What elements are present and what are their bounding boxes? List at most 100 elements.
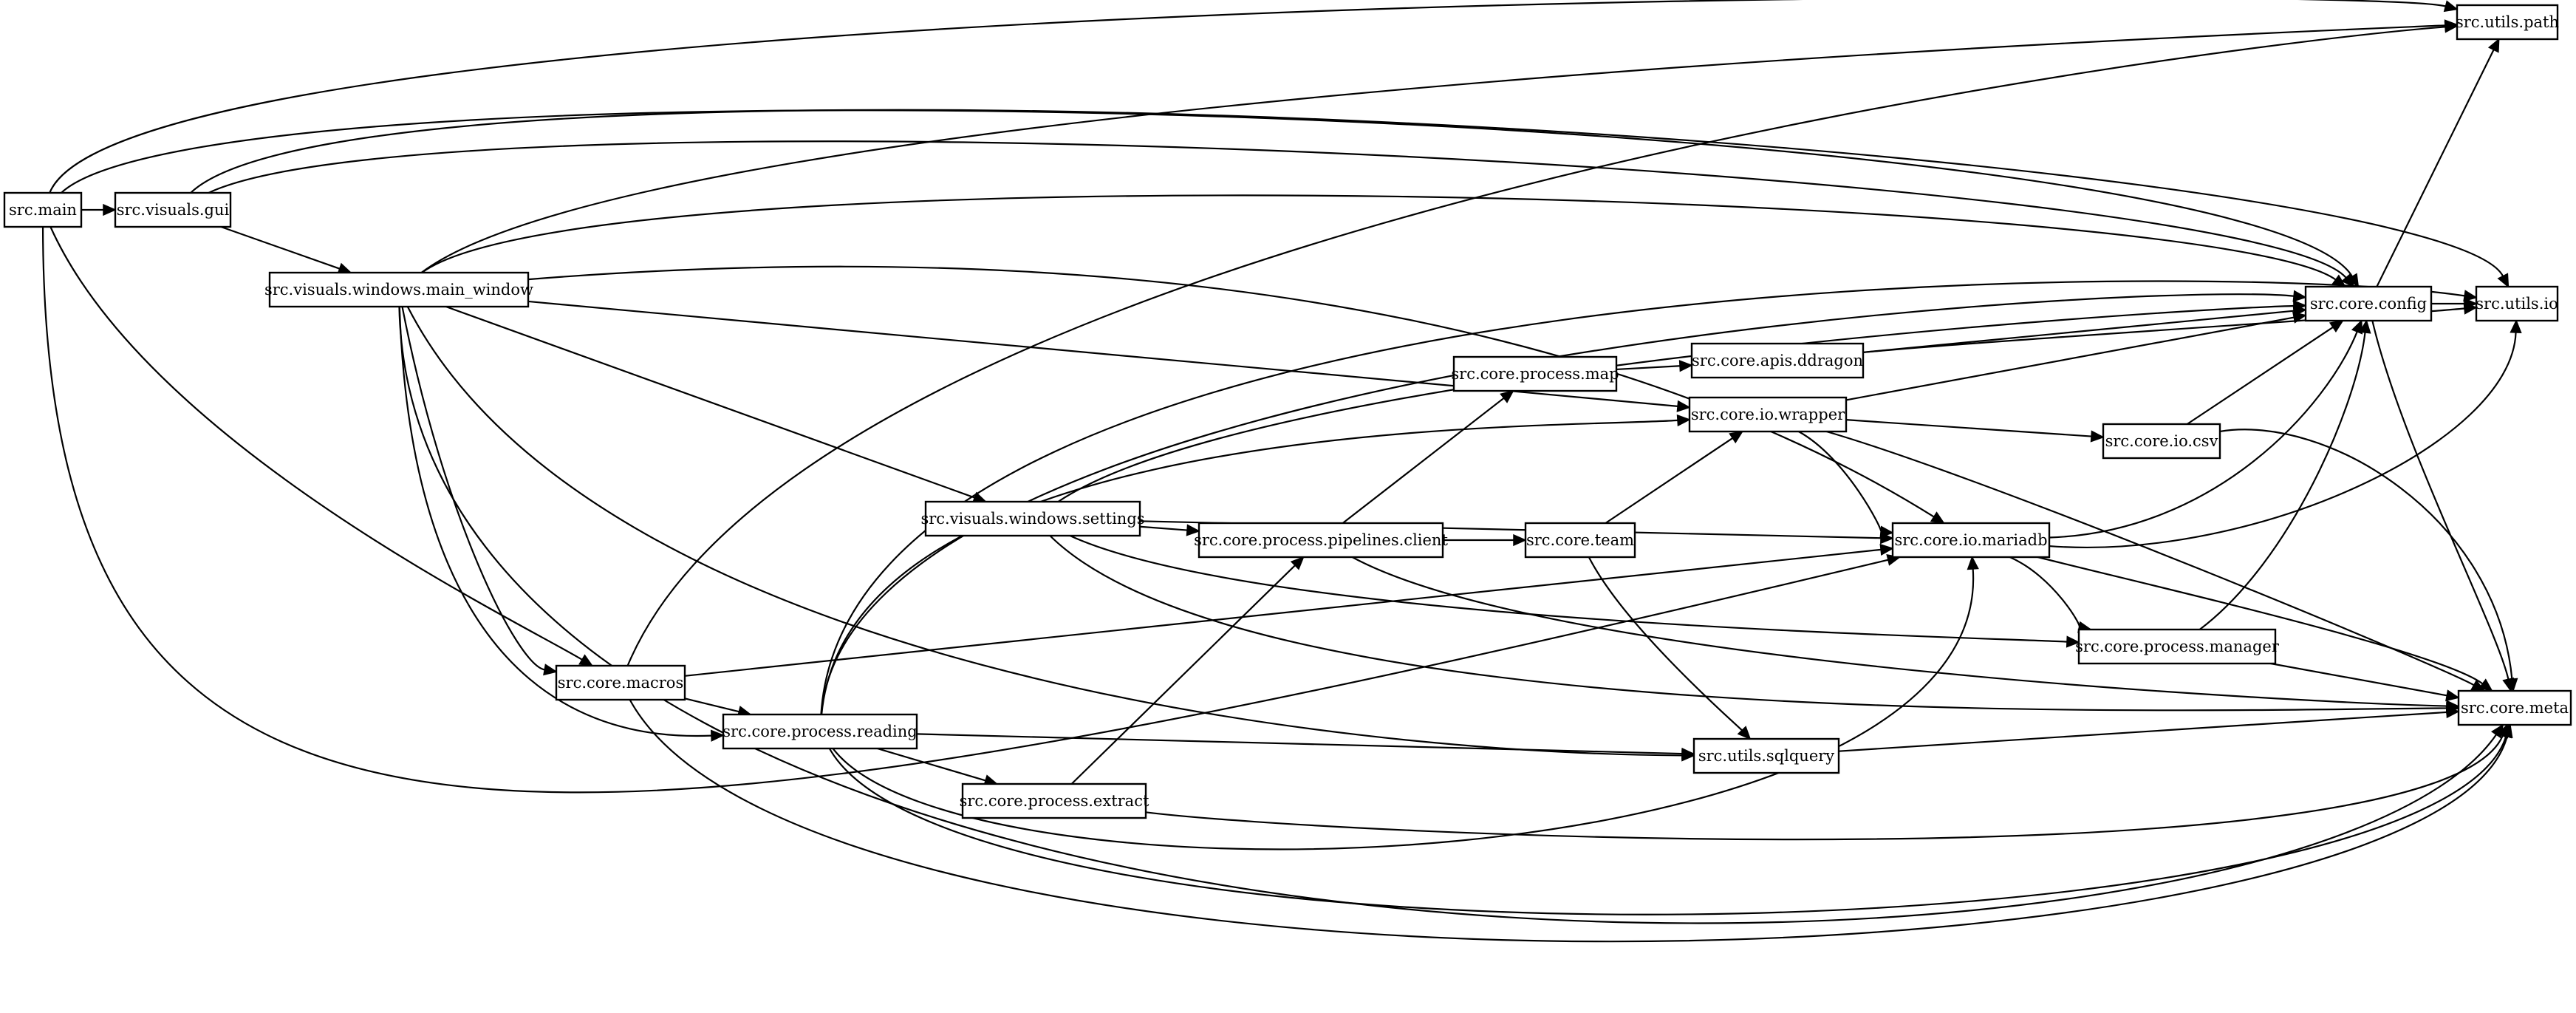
edge-line	[2371, 320, 2510, 680]
edge-arrowhead	[1930, 511, 1945, 524]
edge-line	[629, 699, 2508, 943]
node-box	[3, 191, 83, 228]
edge-line	[1070, 565, 1296, 785]
edge-line	[2009, 556, 2081, 629]
edge-mainwin-to-mariadb	[527, 265, 1945, 524]
edge-line	[2199, 332, 2366, 630]
edge-arrowhead	[1681, 747, 1695, 760]
edge-line	[828, 735, 2507, 915]
graph-edges	[41, 0, 2522, 943]
edge-line	[821, 419, 1678, 715]
node-label: src.main	[9, 201, 77, 219]
edge-line	[1826, 430, 2475, 686]
edge-arrowhead	[2510, 319, 2522, 334]
edge-wrapper-to-csv	[1845, 419, 2105, 443]
node-ddragon: src.core.apis.ddragon	[1690, 342, 1865, 379]
edge-arrowhead	[578, 654, 594, 666]
edge-mariadb-to-meta	[2037, 556, 2493, 692]
edge-line	[1798, 431, 1882, 533]
edge-line	[420, 24, 2446, 273]
edge-csv-to-config	[2187, 319, 2344, 425]
edge-wrapper-to-mariadb	[1798, 431, 1894, 538]
edge-line	[1049, 535, 2447, 712]
edge-mainwin-to-path	[420, 19, 2459, 273]
edge-sqlquery-to-meta	[1838, 706, 2460, 752]
node-label: src.core.meta	[2461, 699, 2569, 717]
edge-team-to-wrapper	[1605, 430, 1744, 524]
edge-line	[2270, 662, 2447, 697]
node-mariadb: src.core.io.mariadb	[1891, 522, 2051, 559]
node-box	[2304, 285, 2433, 322]
edge-line	[2049, 331, 2358, 539]
edge-arrowhead	[1290, 556, 1305, 570]
edge-arrowhead	[2359, 319, 2371, 334]
node-label: src.core.io.mariadb	[1894, 531, 2047, 549]
node-box	[2475, 285, 2559, 322]
edge-line	[916, 733, 1683, 755]
node-config: src.core.config	[2304, 285, 2433, 322]
node-label: src.visuals.windows.main_window	[264, 281, 533, 299]
node-path: src.utils.path	[2456, 4, 2559, 41]
node-label: src.core.macros	[558, 674, 683, 692]
node-box	[2456, 4, 2559, 41]
edge-arrowhead	[1676, 414, 1691, 427]
edge-line	[190, 109, 2504, 277]
edge-line	[1845, 419, 2092, 437]
edge-arrowhead	[2445, 689, 2460, 702]
node-box	[1891, 522, 2051, 559]
edge-arrowhead	[1678, 360, 1693, 372]
node-label: src.core.process.map	[1451, 365, 1619, 383]
edge-line	[1862, 310, 2295, 353]
edge-line	[1139, 525, 1188, 531]
edge-line	[820, 280, 2465, 715]
edge-line	[2376, 49, 2495, 287]
edge-arrowhead	[2464, 297, 2478, 310]
node-manager: src.core.process.manager	[2075, 628, 2280, 665]
edge-line	[41, 226, 1889, 794]
node-mainwin: src.visuals.windows.main_window	[264, 271, 533, 308]
edge-config-to-utilsio	[2431, 297, 2478, 310]
node-box	[2102, 423, 2221, 460]
node-utilsio: src.utils.io	[2475, 285, 2559, 322]
graph-nodes: src.main src.visuals.gui src.visuals.windo…	[3, 4, 2572, 819]
node-extract: src.core.process.extract	[960, 782, 1149, 819]
node-label: src.core.process.extract	[960, 792, 1149, 810]
edge-arrowhead	[1676, 400, 1691, 412]
node-label: src.core.process.reading	[722, 723, 917, 740]
node-label: src.visuals.gui	[117, 201, 230, 219]
edge-mariadb-to-config	[2049, 319, 2363, 539]
node-box	[1688, 396, 1848, 433]
node-box	[268, 271, 530, 308]
node-team: src.core.team	[1524, 522, 1636, 559]
edge-arrowhead	[2090, 430, 2105, 443]
edge-line	[421, 194, 2337, 281]
edge-line	[220, 225, 341, 270]
node-wrapper: src.core.io.wrapper	[1688, 396, 1848, 433]
edge-macros-to-path	[626, 21, 2459, 666]
edge-arrowhead	[2444, 21, 2459, 33]
edge-config-to-meta	[2371, 320, 2515, 692]
node-gui: src.visuals.gui	[114, 191, 232, 228]
node-csv: src.core.io.csv	[2102, 423, 2221, 460]
edge-settings-to-manager	[1069, 534, 2080, 648]
edge-arrowhead	[2497, 723, 2508, 739]
edge-mainwin-to-settings	[445, 305, 988, 503]
edge-line	[527, 265, 1935, 518]
edge-arrowhead	[1186, 524, 1200, 536]
edge-arrowhead	[1879, 525, 1894, 538]
edge-arrowhead	[543, 664, 558, 676]
edge-extract-to-meta	[1145, 723, 2508, 841]
node-box	[1692, 737, 1840, 774]
node-map: src.core.process.map	[1451, 355, 1619, 392]
edge-main-to-path	[49, 0, 2459, 194]
node-box	[114, 191, 232, 228]
edge-arrowhead	[2292, 290, 2307, 302]
node-label: src.core.io.csv	[2105, 432, 2218, 450]
node-box	[924, 500, 1141, 537]
edge-line	[1057, 304, 2295, 502]
edge-arrowhead	[2445, 706, 2460, 719]
edge-line	[1342, 397, 1505, 524]
node-label: src.utils.path	[2456, 13, 2559, 31]
edge-line	[1845, 316, 2295, 401]
